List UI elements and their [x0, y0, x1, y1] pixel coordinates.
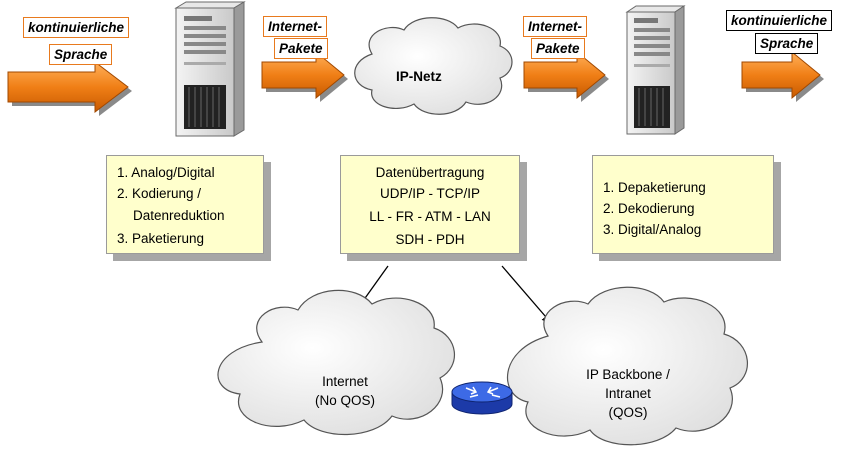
receiver-server-icon [625, 5, 686, 135]
internet-qos-label: (No QOS) [314, 393, 375, 408]
backbone-cloud-icon [506, 286, 748, 446]
packets-label-in-2: Pakete [531, 38, 585, 59]
speech-label-in-2: Sprache [49, 44, 113, 65]
router-icon [451, 381, 513, 415]
packets-label-out-1: Internet- [263, 16, 327, 37]
internet-label: Internet [322, 374, 368, 389]
link-to-backbone [501, 265, 554, 326]
internet-cloud-icon [217, 289, 456, 436]
sender-server-icon [174, 1, 246, 137]
transport-line-2: UDP/IP - TCP/IP [379, 186, 481, 201]
receiver-steps-box: 1. Depaketierung 2. Dekodierung 3. Digit… [592, 155, 774, 254]
sender-step-2-cont: Datenreduktion [133, 208, 225, 223]
receiver-step-2: 2. Dekodierung [603, 201, 695, 216]
ip-network-cloud-icon [354, 17, 513, 115]
transport-line-3: LL - FR - ATM - LAN [369, 209, 491, 224]
transport-line-1: Datenübertragung [375, 165, 485, 180]
backbone-label: IP Backbone / [586, 367, 670, 382]
arrow-packets-out [261, 50, 348, 102]
receiver-step-1: 1. Depaketierung [603, 180, 706, 195]
packets-label-out-2: Pakete [274, 38, 328, 59]
transport-box: Datenübertragung UDP/IP - TCP/IP LL - FR… [340, 155, 520, 254]
transport-line-4: SDH - PDH [395, 232, 465, 247]
speech-label-in-1: kontinuierliche [23, 17, 130, 38]
sender-steps-box: 1. Analog/Digital 2. Kodierung / Datenre… [106, 155, 264, 254]
arrow-speech-out [741, 50, 824, 102]
arrow-speech-in [7, 60, 132, 116]
speech-label-out-1: kontinuierliche [726, 10, 833, 31]
packets-label-in-1: Internet- [523, 16, 587, 37]
sender-step-2: 2. Kodierung / [117, 186, 202, 201]
backbone-qos-label: (QOS) [608, 405, 648, 420]
backbone-cloud-label: IP Backbone / Intranet (QOS) [558, 365, 698, 422]
internet-cloud-label: Internet (No QOS) [290, 372, 400, 410]
sender-step-3: 3. Paketierung [117, 231, 205, 246]
receiver-step-3: 3. Digital/Analog [603, 222, 702, 237]
sender-step-1: 1. Analog/Digital [117, 165, 215, 180]
arrow-packets-in [523, 50, 609, 102]
ip-network-label: IP-Netz [396, 69, 442, 84]
speech-label-out-2: Sprache [755, 33, 819, 54]
intranet-label: Intranet [605, 386, 651, 401]
